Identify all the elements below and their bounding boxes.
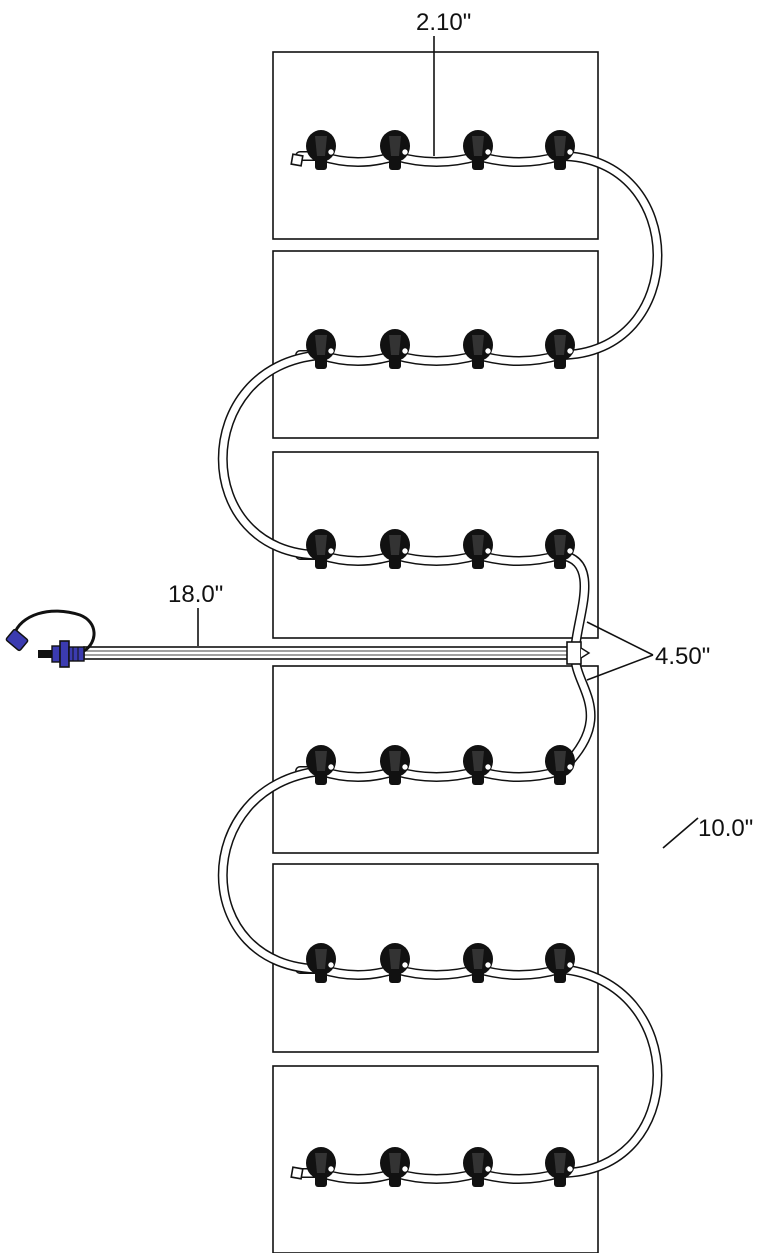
dim-cap-spacing-label: 2.10" <box>416 9 471 36</box>
tee-fitting-icon <box>566 641 591 665</box>
tubing-segment <box>296 551 564 565</box>
dim-main-feed-label: 18.0" <box>168 581 223 608</box>
leader-lines <box>197 36 699 849</box>
tubing-segment <box>296 152 564 166</box>
end-plug-icon <box>290 1166 304 1180</box>
end-plug-icon <box>290 153 304 167</box>
tubing-run <box>217 151 663 1184</box>
tubing-segment <box>556 660 595 775</box>
tubing-segment <box>296 767 564 781</box>
tubing-segment <box>219 351 325 559</box>
tubing-segment <box>556 965 661 1177</box>
tubing-segment <box>296 965 564 979</box>
tubing-segment <box>556 152 661 359</box>
dim-tee-branch-label: 4.50" <box>655 643 710 670</box>
dim-jumper-label: 10.0" <box>698 815 753 842</box>
tubing-segment <box>219 767 325 973</box>
main-feed-line <box>83 646 571 660</box>
tubing-segment <box>296 1169 564 1183</box>
tubing-segment <box>296 351 564 365</box>
tubing-segment <box>556 551 588 646</box>
hand-pump-connector-icon <box>5 609 96 668</box>
